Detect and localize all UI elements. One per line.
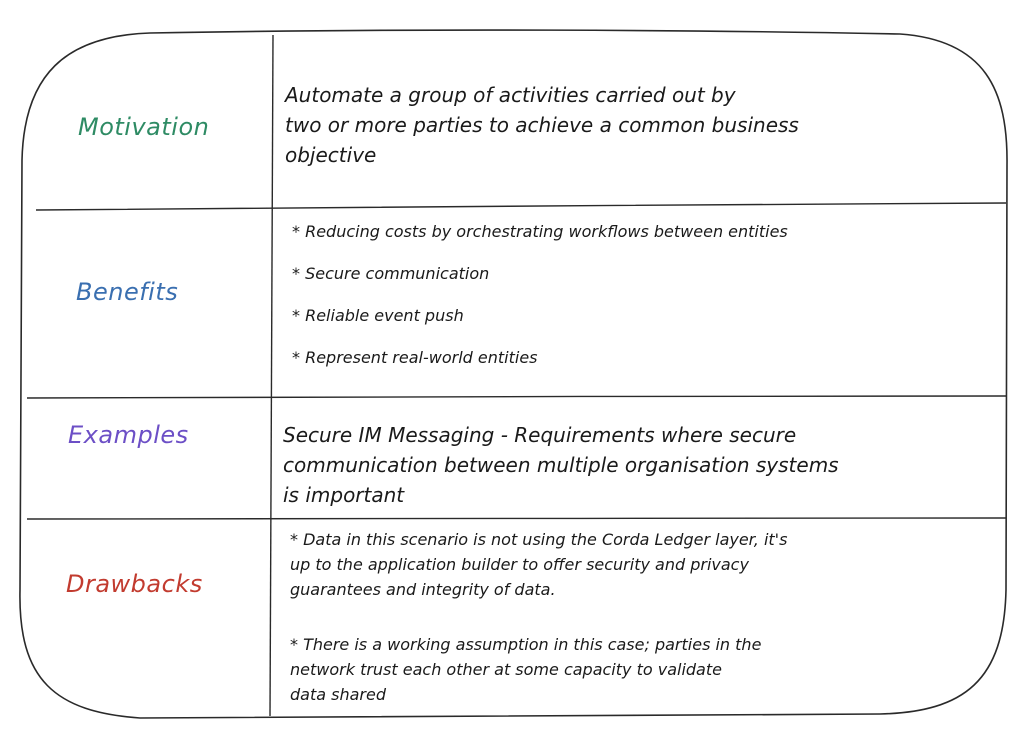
benefits-label: Benefits xyxy=(76,278,179,306)
benefit-item: * Reliable event push xyxy=(292,306,464,325)
motivation-content: Automate a group of activities carried o… xyxy=(285,80,799,170)
benefit-item: * Represent real-world entities xyxy=(292,348,538,367)
drawbacks-line: * Data in this scenario is not using the… xyxy=(290,530,788,549)
benefit-item: * Reducing costs by orchestrating workfl… xyxy=(292,222,788,241)
row-divider-2 xyxy=(26,395,1007,399)
drawbacks-line: network trust each other at some capacit… xyxy=(290,660,722,679)
motivation-line: Automate a group of activities carried o… xyxy=(285,83,736,107)
benefits-list: * Reducing costs by orchestrating workfl… xyxy=(292,222,788,368)
motivation-label: Motivation xyxy=(78,113,210,141)
motivation-line: objective xyxy=(285,143,377,167)
drawbacks-line: guarantees and integrity of data. xyxy=(290,580,556,599)
examples-content: Secure IM Messaging - Requirements where… xyxy=(283,420,839,510)
drawbacks-line: data shared xyxy=(290,685,386,704)
row-divider-3 xyxy=(26,517,1007,520)
examples-line: Secure IM Messaging - Requirements where… xyxy=(283,423,797,447)
column-divider xyxy=(269,34,274,717)
row-divider-1 xyxy=(35,202,1007,211)
examples-line: is important xyxy=(283,483,405,507)
examples-line: communication between multiple organisat… xyxy=(283,453,839,477)
drawbacks-line: * There is a working assumption in this … xyxy=(290,635,762,654)
drawbacks-line: up to the application builder to offer s… xyxy=(290,555,749,574)
benefit-item: * Secure communication xyxy=(292,264,490,283)
drawbacks-content: * Data in this scenario is not using the… xyxy=(290,527,787,707)
examples-label: Examples xyxy=(68,421,189,449)
outer-border xyxy=(19,29,1008,719)
motivation-line: two or more parties to achieve a common … xyxy=(285,113,799,137)
drawbacks-label: Drawbacks xyxy=(66,570,203,598)
